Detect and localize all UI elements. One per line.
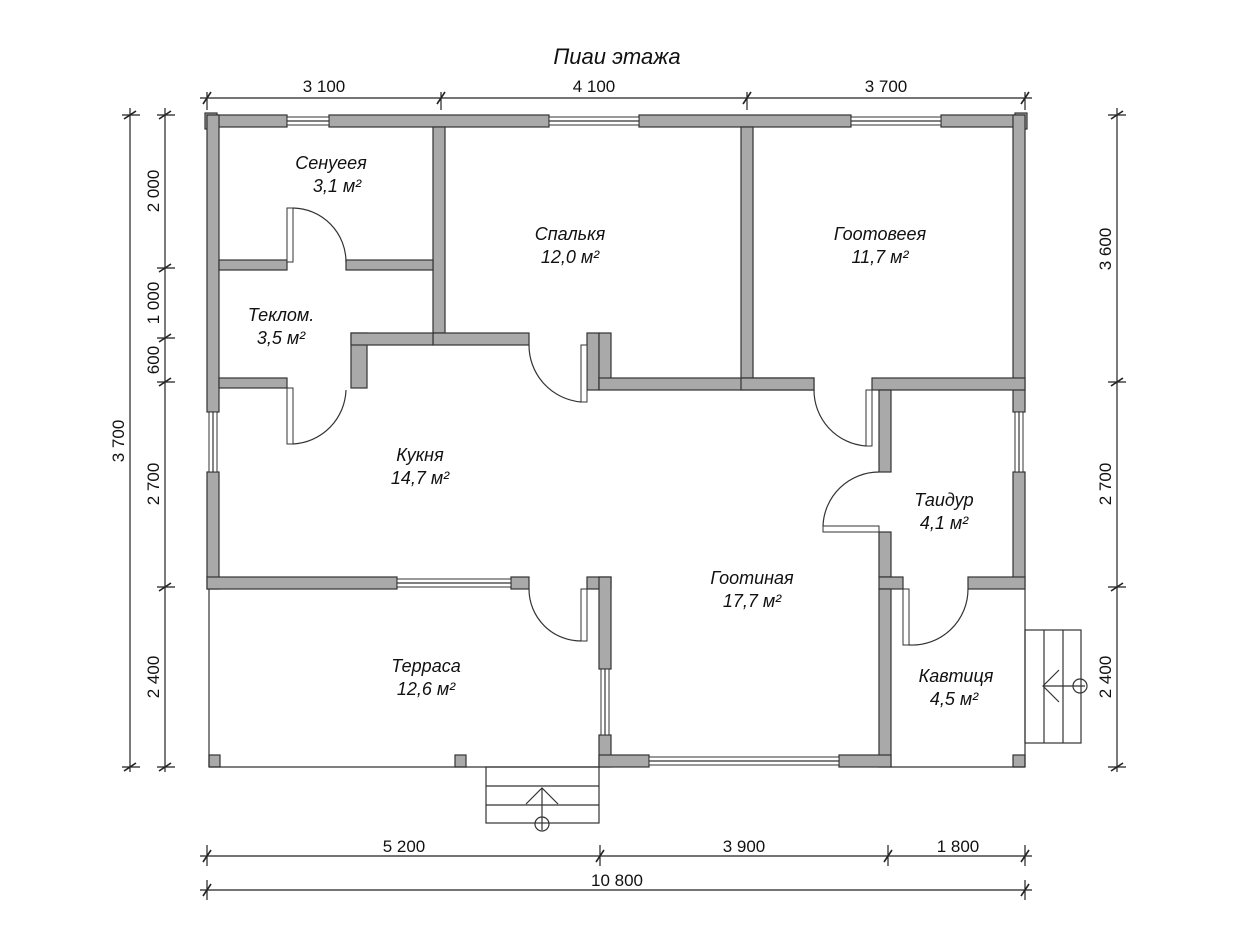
room-area-living-room: 17,7 м² xyxy=(723,591,782,611)
stairs-terrace xyxy=(485,766,600,832)
dim-right-1: 3 600 xyxy=(1096,228,1115,271)
dim-left-4: 2 700 xyxy=(144,463,163,506)
room-area-kitchen: 14,7 м² xyxy=(391,468,450,488)
room-name-kitchen: Кукня xyxy=(396,445,444,465)
room-area-bedroom: 12,0 м² xyxy=(541,247,600,267)
dim-bottom-2: 3 900 xyxy=(723,837,766,856)
doors xyxy=(286,207,969,646)
dim-bottom-1: 5 200 xyxy=(383,837,426,856)
room-name-boiler: Кавтиця xyxy=(919,666,994,686)
dim-right-3: 2 400 xyxy=(1096,656,1115,699)
stairs-boiler xyxy=(1024,629,1088,744)
room-name-bedroom: Спалькя xyxy=(535,224,606,244)
dim-left-1: 2 000 xyxy=(144,170,163,213)
dimension-labels: 3 100 4 100 3 700 5 200 3 900 1 800 10 8… xyxy=(109,77,1115,890)
room-area-boiler: 4,5 м² xyxy=(930,689,979,709)
room-name-living-room: Гоотиная xyxy=(710,568,794,588)
room-area-guest-room: 11,7 м² xyxy=(851,247,909,267)
room-area-tambour: 4,1 м² xyxy=(920,513,969,533)
dim-bottom-3: 1 800 xyxy=(937,837,980,856)
room-labels: Сенуеея 3,1 м² Спалькя 12,0 м² Гоотовеея… xyxy=(248,153,994,709)
room-area-bathroom: 3,1 м² xyxy=(313,176,362,196)
walls xyxy=(204,112,1028,768)
room-name-tech-room: Теклом. xyxy=(248,305,314,325)
room-name-tambour: Таидур xyxy=(914,490,973,510)
dim-left-5: 2 400 xyxy=(144,656,163,699)
dim-right-2: 2 700 xyxy=(1096,463,1115,506)
room-area-terrace: 12,6 м² xyxy=(397,679,456,699)
windows xyxy=(208,116,1024,766)
dim-top-3: 3 700 xyxy=(865,77,908,96)
plan-title: Пиаи этажа xyxy=(553,44,680,69)
dim-left-3: 600 xyxy=(144,346,163,374)
room-area-tech-room: 3,5 м² xyxy=(257,328,306,348)
dim-top-2: 4 100 xyxy=(573,77,616,96)
dim-left-total: 3 700 xyxy=(109,420,128,463)
room-name-terrace: Терраса xyxy=(391,656,460,676)
dimension-lines xyxy=(122,91,1126,900)
room-name-guest-room: Гоотовеея xyxy=(834,224,927,244)
room-name-bathroom: Сенуеея xyxy=(295,153,367,173)
dim-bottom-total: 10 800 xyxy=(591,871,643,890)
dim-left-2: 1 000 xyxy=(144,282,163,325)
dim-top-1: 3 100 xyxy=(303,77,346,96)
